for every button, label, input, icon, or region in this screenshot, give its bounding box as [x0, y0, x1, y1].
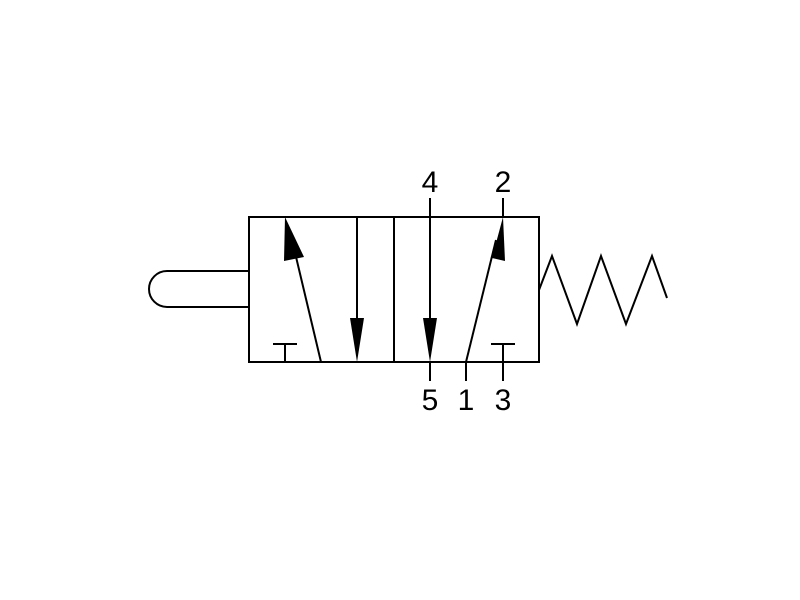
plunger-icon [148, 270, 249, 308]
left-vertical-arrowhead [350, 318, 364, 362]
port-label-1: 1 [458, 384, 475, 417]
left-envelope [273, 217, 364, 363]
right-diagonal-flow-line [465, 239, 497, 363]
spring-icon [538, 253, 668, 327]
left-diagonal-flow-line [291, 239, 322, 363]
right-diagonal-arrowhead [492, 217, 505, 261]
right-envelope [423, 198, 515, 381]
port-label-2: 2 [495, 166, 512, 199]
port-label-4: 4 [422, 166, 439, 199]
port-label-5: 5 [422, 384, 439, 417]
port-label-3: 3 [495, 384, 512, 417]
left-diagonal-arrowhead [284, 217, 304, 261]
right-vertical-arrowhead [423, 318, 437, 362]
